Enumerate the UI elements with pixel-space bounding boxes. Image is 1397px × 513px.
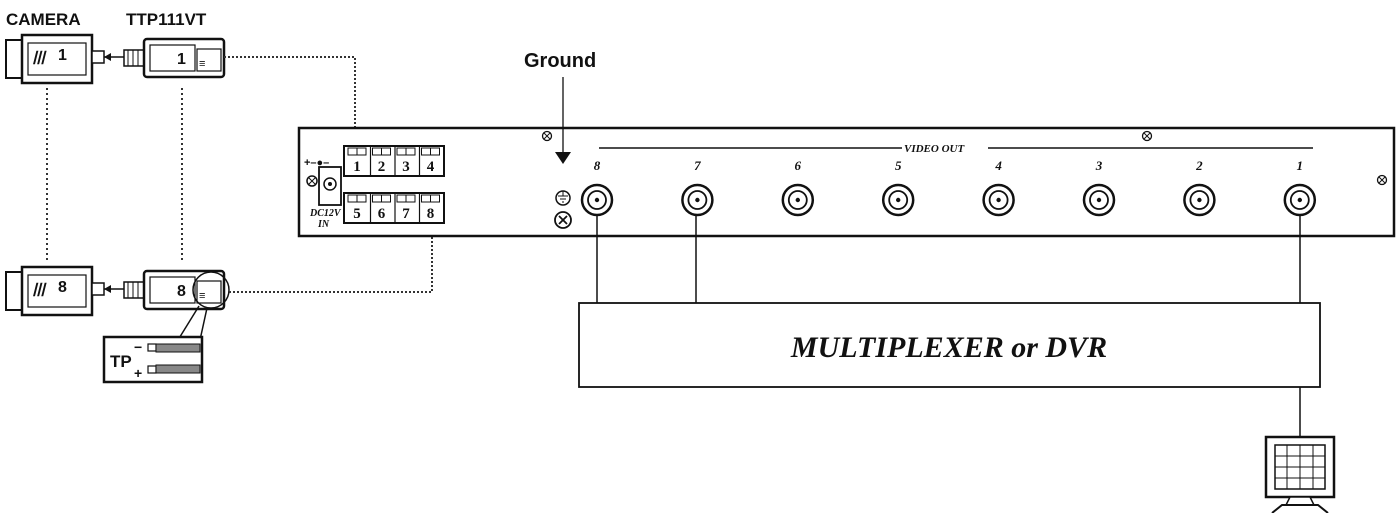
top-terminal-1[interactable]: 1 (347, 147, 367, 175)
bnc-port-4[interactable]: 4 (982, 158, 1015, 217)
ground-arrow-icon (555, 152, 571, 164)
bnc-port-label: 1 (1297, 158, 1304, 173)
transceiver-label: TTP111VT (126, 10, 207, 29)
screw-icon (1376, 174, 1388, 186)
tp-terminal-detail: TP − + (102, 335, 204, 384)
transceiver-1-number: 1 (177, 51, 186, 68)
top-terminal-label: 1 (353, 159, 361, 175)
bottom-terminal-5[interactable]: 5 (347, 194, 367, 222)
top-terminal-3[interactable]: 3 (394, 146, 416, 176)
bottom-terminal-7[interactable]: 7 (394, 193, 416, 223)
top-terminal-label: 3 (402, 159, 410, 175)
bnc-port-label: 6 (795, 158, 802, 173)
ground-terminal-icon (555, 190, 571, 206)
transceiver-1-terminal-icon: ≡ (199, 58, 205, 70)
tp-label: TP (110, 352, 132, 371)
bottom-terminal-label: 6 (378, 206, 386, 222)
bnc-port-8[interactable]: 8 (580, 158, 614, 217)
tp-minus-label: − (134, 339, 142, 355)
top-terminal-2[interactable]: 2 (369, 146, 391, 176)
multiplexer-dvr: MULTIPLEXER or DVR (578, 302, 1321, 388)
bottom-terminal-label: 7 (402, 206, 410, 222)
camera-8: ꟾꟾꟾ 8 (5, 265, 105, 317)
camera-1-number: 1 (58, 47, 67, 64)
bnc-port-1[interactable]: 1 (1283, 158, 1317, 217)
bnc-port-6[interactable]: 6 (781, 158, 815, 217)
top-terminal-label: 4 (427, 159, 435, 175)
camera-1-logo-icon: ꟾꟾꟾ (32, 50, 47, 67)
bottom-terminal-6[interactable]: 6 (369, 193, 391, 223)
video-out-label: VIDEO OUT (904, 143, 965, 155)
transceiver-1: 1 ≡ (123, 37, 226, 79)
transceiver-8-terminal-icon: ≡ (199, 290, 205, 302)
top-terminal-label: 2 (378, 159, 386, 175)
camera-label: CAMERA (6, 10, 81, 29)
camera-8-logo-icon: ꟾꟾꟾ (32, 282, 47, 299)
ground-screw-icon[interactable] (554, 211, 572, 229)
dc-in-label: DC12V (309, 208, 342, 219)
bnc-port-label: 7 (694, 158, 701, 173)
camera-1: ꟾꟾꟾ 1 (5, 33, 105, 85)
bottom-terminal-label: 5 (353, 206, 361, 222)
bottom-terminal-label: 8 (427, 206, 435, 222)
ground-label: Ground (524, 50, 596, 72)
bnc-port-5[interactable]: 5 (881, 158, 915, 217)
bottom-terminal-8[interactable]: 8 (418, 193, 440, 223)
bnc-port-label: 3 (1095, 158, 1103, 173)
bnc-port-7[interactable]: 7 (681, 158, 714, 217)
dc-in-label2: IN (317, 219, 330, 230)
camera-8-number: 8 (58, 279, 67, 296)
transceiver-8: 8 ≡ (123, 269, 230, 311)
bnc-port-2[interactable]: 2 (1183, 158, 1216, 217)
bnc-port-label: 4 (994, 158, 1002, 173)
bnc-port-3[interactable]: 3 (1082, 158, 1116, 217)
screw-icon (1141, 130, 1153, 142)
top-terminal-4[interactable]: 4 (418, 146, 440, 176)
bnc-port-label: 2 (1195, 158, 1203, 173)
screw-icon (541, 130, 553, 142)
bnc-port-label: 5 (895, 158, 902, 173)
tp-plus-label: + (134, 365, 142, 381)
monitor-icon (1264, 435, 1336, 513)
multiplexer-label: MULTIPLEXER or DVR (790, 331, 1107, 364)
twisted-pair-cable-8 (229, 222, 433, 293)
dc-polarity-icon: +–●– (304, 157, 329, 169)
transceiver-8-number: 8 (177, 283, 186, 300)
bnc-port-label: 8 (594, 158, 601, 173)
